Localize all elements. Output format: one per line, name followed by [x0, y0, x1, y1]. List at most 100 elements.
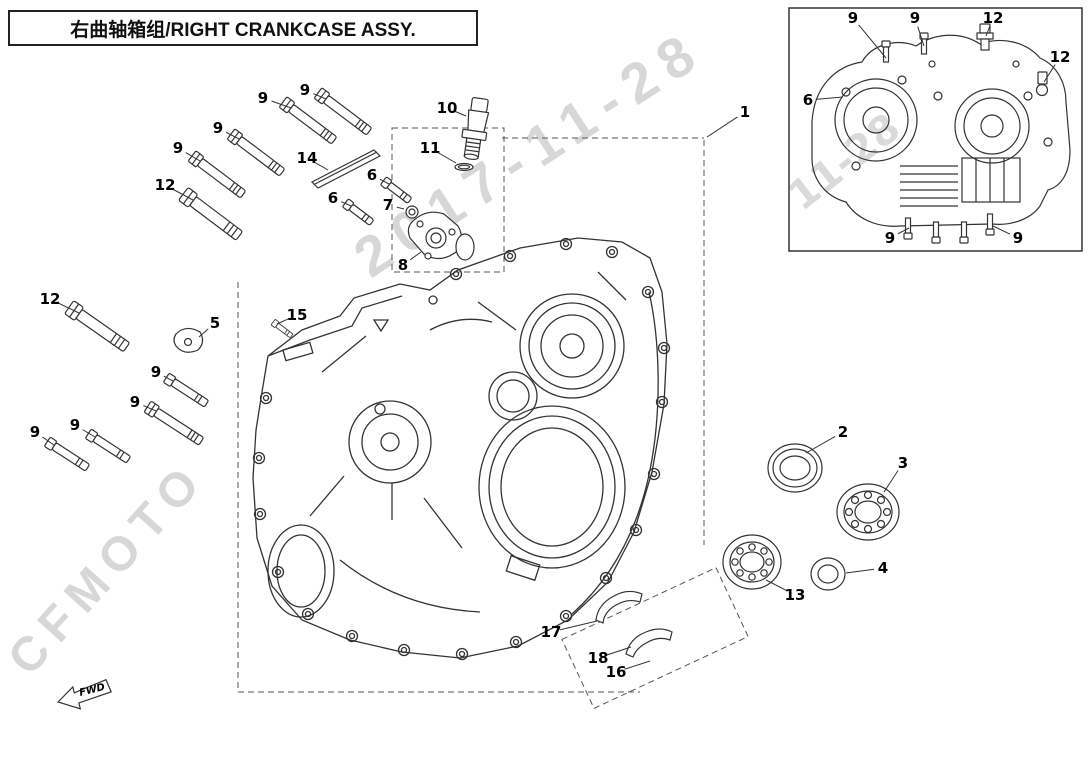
part-bearing-3 [836, 483, 900, 541]
callout-12: 12 [983, 9, 1004, 37]
part-number-4: 4 [878, 559, 888, 577]
part-number-9: 9 [300, 81, 310, 99]
part-number-9: 9 [1013, 229, 1023, 247]
callout-9: 9 [30, 423, 55, 446]
inset-plug-12 [1035, 71, 1049, 97]
part-number-9: 9 [258, 89, 268, 107]
inset-assembled-view: 11-28 [789, 8, 1082, 251]
part-number-12: 12 [40, 290, 61, 308]
part-number-18: 18 [588, 649, 609, 667]
callout-16: 16 [606, 660, 651, 681]
callout-12: 12 [40, 290, 80, 314]
bolt-9 [143, 400, 206, 448]
part-number-17: 17 [541, 623, 562, 641]
callout-9: 9 [885, 227, 910, 247]
part-ring-4 [810, 557, 846, 591]
inset-sensor-12 [976, 23, 994, 51]
callout-9: 9 [213, 119, 240, 140]
part-number-16: 16 [606, 663, 627, 681]
fasteners [43, 87, 414, 473]
bolt-bosses [252, 237, 671, 661]
callout-10: 10 [437, 99, 467, 117]
callout-6: 6 [367, 166, 390, 185]
part-number-6: 6 [803, 91, 813, 109]
part-number-11: 11 [420, 139, 441, 157]
inset-border [788, 7, 1083, 252]
part-plate-8 [407, 211, 475, 261]
bushing-18-16 [625, 628, 673, 658]
bushing-17 [595, 590, 643, 624]
part-bearing-13 [722, 534, 782, 590]
part-number-6: 6 [328, 189, 338, 207]
callout-6: 6 [803, 91, 844, 109]
inset-screw-9 [959, 221, 969, 244]
callout-9: 9 [151, 363, 174, 382]
callout-13: 13 [765, 579, 805, 604]
callout-9: 9 [130, 393, 157, 412]
page-title: 右曲轴箱组/RIGHT CRANKCASE ASSY. [70, 19, 416, 41]
part-number-14: 14 [297, 149, 318, 167]
callout-5: 5 [198, 314, 220, 338]
part-number-15: 15 [287, 306, 308, 324]
part-seal-2 [767, 443, 823, 493]
callout-11: 11 [420, 139, 457, 164]
inset-screw-9 [931, 221, 941, 244]
part-number-6: 6 [367, 166, 377, 184]
bolt-9 [226, 128, 287, 179]
bolt-12 [178, 186, 245, 243]
part-number-2: 2 [838, 423, 848, 441]
part-number-7: 7 [383, 196, 393, 214]
inset-screw-9 [985, 213, 995, 236]
inset-screw-9 [881, 40, 891, 63]
callout-17: 17 [541, 620, 598, 641]
part-sensor-10 [461, 96, 490, 160]
callout-9: 9 [173, 139, 201, 162]
part-bracket-5 [173, 327, 204, 353]
part-bushings [595, 590, 673, 658]
part-number-9: 9 [910, 9, 920, 27]
title-box: 右曲轴箱组/RIGHT CRANKCASE ASSY. [8, 10, 478, 46]
part-number-9: 9 [30, 423, 40, 441]
bolt-9 [187, 150, 248, 201]
callout-12: 12 [1043, 48, 1071, 83]
bolt-6 [341, 198, 376, 228]
part-number-9: 9 [151, 363, 161, 381]
part-number-9: 9 [130, 393, 140, 411]
callout-1: 1 [706, 103, 750, 138]
part-number-9: 9 [70, 416, 80, 434]
part-number-12: 12 [983, 9, 1004, 27]
part-number-9: 9 [173, 139, 183, 157]
callout-15: 15 [276, 306, 308, 325]
part-number-9: 9 [885, 229, 895, 247]
callout-9: 9 [910, 9, 925, 47]
callout-7: 7 [383, 196, 405, 214]
callout-9: 9 [70, 416, 96, 438]
callout-14: 14 [297, 149, 329, 171]
callout-3: 3 [883, 454, 908, 493]
callout-18: 18 [588, 646, 632, 667]
callout-9: 9 [300, 81, 327, 100]
part-strip-14 [310, 149, 382, 189]
callout-9: 9 [992, 225, 1023, 247]
part-number-10: 10 [437, 99, 458, 117]
part-number-9: 9 [848, 9, 858, 27]
callout-8: 8 [398, 251, 422, 274]
callout-12: 12 [155, 176, 194, 201]
callout-2: 2 [805, 423, 848, 454]
crankcase-housing [252, 237, 671, 661]
callout-6: 6 [328, 189, 352, 207]
part-number-3: 3 [898, 454, 908, 472]
callout-9: 9 [848, 9, 887, 59]
callout-4: 4 [845, 559, 888, 577]
part-number-12: 12 [1050, 48, 1071, 66]
part-number-9: 9 [213, 119, 223, 137]
callout-9: 9 [258, 89, 292, 109]
bolt-9 [162, 372, 211, 409]
fwd-arrow: FWD [56, 678, 112, 710]
bolt-9 [43, 436, 92, 473]
bolt-12 [63, 299, 132, 355]
part-number-1: 1 [740, 103, 750, 121]
